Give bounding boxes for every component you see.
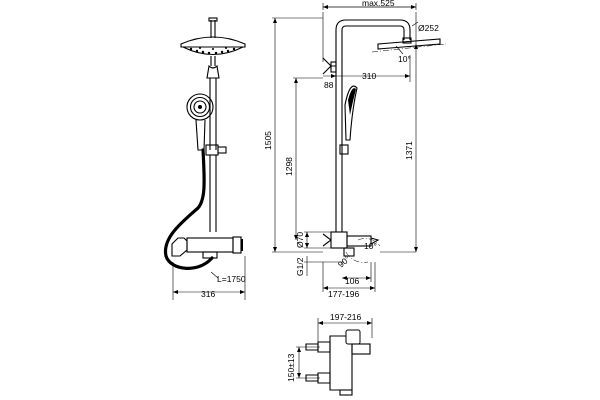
dim-max-width: max.525 bbox=[362, 0, 395, 8]
dim-arm-length: 310 bbox=[362, 71, 376, 81]
dim-thread: G1/2 bbox=[295, 257, 305, 276]
front-view bbox=[163, 17, 246, 300]
thermostatic-mixer-side bbox=[322, 231, 381, 263]
overhead-shower-head bbox=[180, 36, 246, 55]
dim-centers-range: 197-216 bbox=[330, 312, 361, 322]
overhead-shower-head-side bbox=[371, 37, 447, 53]
shower-hose bbox=[163, 148, 214, 270]
dim-head-height: 1371 bbox=[404, 141, 414, 160]
dim-mixer-depth: 177-196 bbox=[328, 289, 359, 299]
hand-shower bbox=[186, 93, 214, 151]
thermostatic-mixer-front bbox=[171, 236, 243, 259]
dim-front-width: 316 bbox=[201, 289, 215, 299]
dim-spout-length: 106 bbox=[345, 276, 359, 286]
side-view bbox=[272, 3, 447, 292]
dim-centers-distance: 150±13 bbox=[286, 353, 296, 382]
dim-connection-diameter: Ø70 bbox=[295, 232, 305, 248]
dim-head-angle: 10° bbox=[398, 54, 411, 64]
mixer-connection-view bbox=[296, 318, 373, 396]
dim-mixer-height: 1298 bbox=[284, 157, 294, 176]
dim-head-diameter: Ø252 bbox=[418, 23, 439, 33]
dim-spout-angle-b: 10° bbox=[364, 241, 377, 251]
dim-total-height: 1505 bbox=[263, 131, 273, 150]
dim-hose-length: L=1750 bbox=[217, 274, 246, 284]
hand-shower-side bbox=[344, 85, 358, 141]
dim-wall-offset: 88 bbox=[324, 80, 334, 90]
hose-length-callout bbox=[210, 271, 219, 279]
nozzle-pattern bbox=[189, 47, 236, 55]
